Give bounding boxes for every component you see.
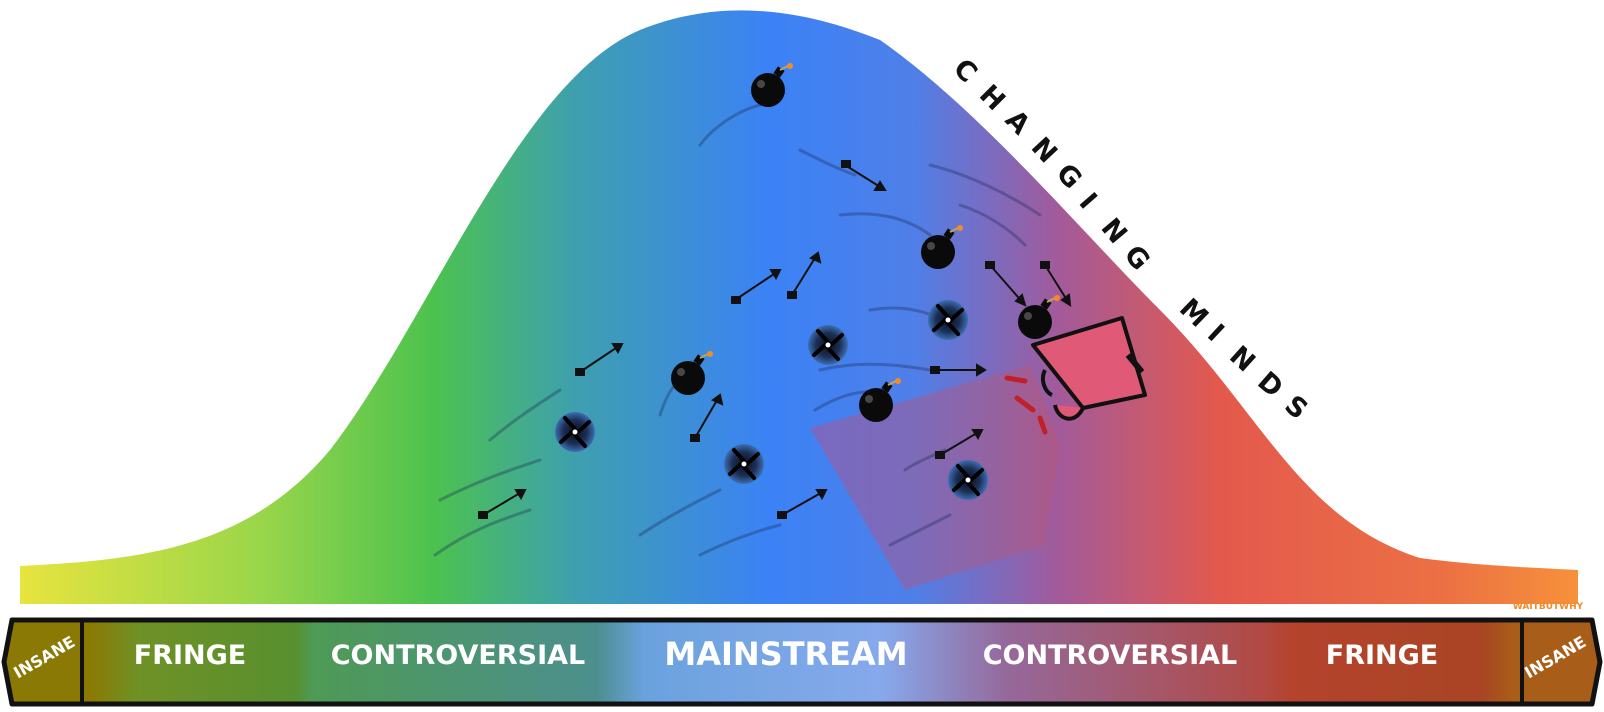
arrow bbox=[841, 160, 887, 191]
curve-letter: A bbox=[999, 104, 1036, 141]
bomb-icon bbox=[859, 378, 901, 422]
spectrum-label-fringe-right: FRINGE bbox=[1326, 640, 1438, 671]
arrow bbox=[731, 269, 782, 304]
bombs bbox=[671, 63, 1060, 422]
curve-letter: C bbox=[947, 53, 983, 89]
spectrum-label-controversial-right: CONTROVERSIAL bbox=[983, 640, 1238, 671]
spectrum-label-mainstream: MAINSTREAM bbox=[664, 635, 907, 673]
curve-letter: G bbox=[1050, 158, 1088, 195]
curve-letter: G bbox=[1118, 240, 1156, 277]
arrow bbox=[478, 489, 527, 519]
arrow bbox=[690, 393, 724, 442]
curve-letter: M bbox=[1173, 293, 1214, 334]
arrow bbox=[935, 429, 984, 459]
swirl-icon bbox=[948, 460, 988, 500]
arrow bbox=[1040, 261, 1072, 307]
swirls bbox=[555, 300, 988, 500]
bomb-icon bbox=[921, 225, 963, 269]
spectrum-label-controversial-left: CONTROVERSIAL bbox=[331, 640, 586, 671]
curve-letter: S bbox=[1279, 390, 1314, 426]
curve-letter: H bbox=[973, 79, 1011, 117]
arrow bbox=[777, 489, 828, 519]
swirl-icon bbox=[928, 300, 968, 340]
arrow bbox=[985, 261, 1027, 307]
curve-letter: I bbox=[1201, 318, 1229, 348]
motion-streaks bbox=[433, 103, 1042, 557]
swirl-icon bbox=[724, 444, 764, 484]
arrow bbox=[787, 251, 822, 299]
swirl-icon bbox=[808, 325, 848, 365]
bomb-icon bbox=[1018, 295, 1060, 339]
arrow bbox=[930, 363, 987, 377]
curve-letter: N bbox=[1025, 132, 1063, 170]
swirl-icon bbox=[555, 412, 595, 452]
curve-letter: N bbox=[1223, 340, 1261, 378]
arrows bbox=[478, 160, 1072, 519]
curve-letter: D bbox=[1251, 366, 1288, 404]
bell-curve bbox=[20, 10, 1578, 604]
spectrum-label-fringe-left: FRINGE bbox=[134, 640, 246, 671]
curve-letter: N bbox=[1095, 213, 1133, 250]
spectrum-bar: INSANE FRINGE CONTROVERSIAL MAINSTREAM C… bbox=[1, 617, 1603, 707]
arrow bbox=[575, 343, 624, 376]
watermark: WAITBUTWHY bbox=[1513, 602, 1584, 612]
bomb-icon bbox=[671, 351, 713, 395]
bomb-icon bbox=[751, 63, 793, 107]
sound-lines bbox=[1004, 375, 1048, 435]
megaphone-icon bbox=[1004, 316, 1147, 435]
curve-letter: I bbox=[1073, 187, 1103, 215]
